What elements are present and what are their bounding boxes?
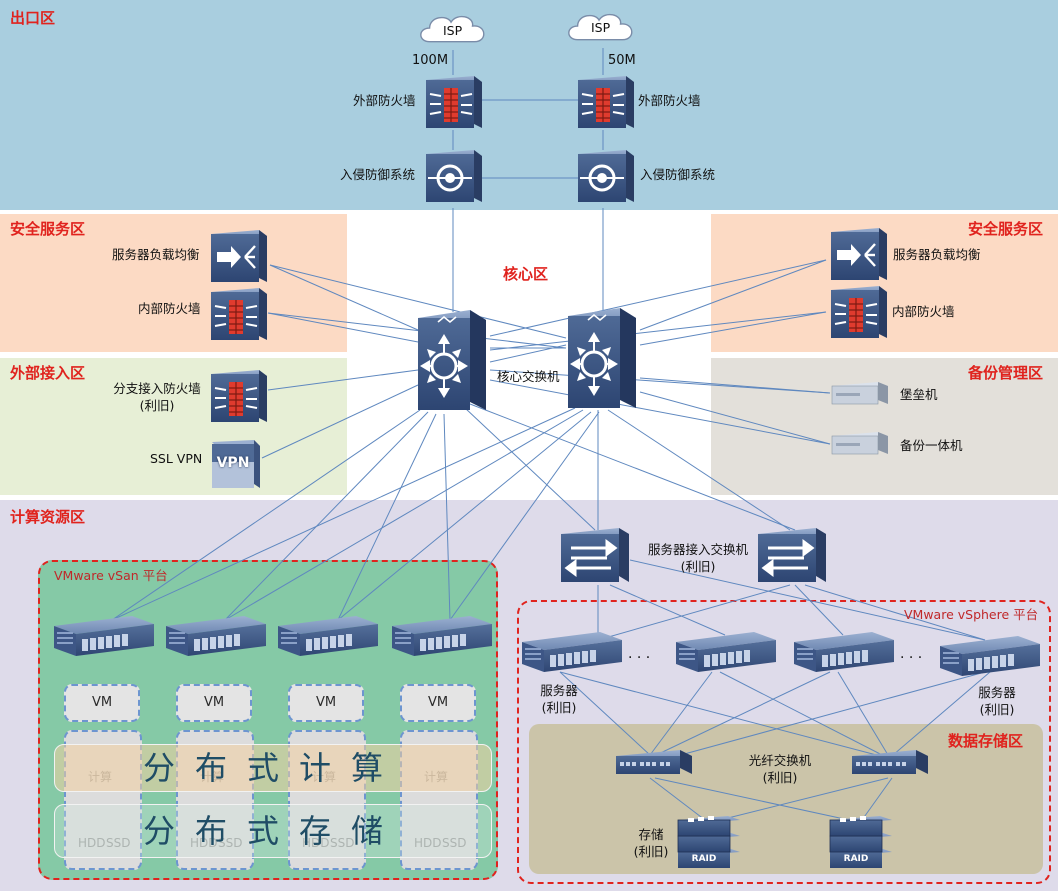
exit-zone-title: 出口区 <box>10 9 56 27</box>
isp-right-label: ISP <box>591 20 611 35</box>
load-balancer-left <box>206 228 270 286</box>
ellipsis-1: · · · <box>628 650 651 666</box>
external-firewall-right <box>574 74 636 132</box>
vsphere-server-2 <box>674 630 778 674</box>
server-left-label: 服务器 (利旧) <box>530 682 588 716</box>
bandwidth-right: 50M <box>608 53 636 68</box>
external-access-zone <box>0 358 347 495</box>
raid-label-left: RAID <box>691 854 717 864</box>
node-3-ssd-label: SSD <box>330 836 355 850</box>
ellipsis-2: · · · <box>900 650 923 666</box>
storage-array-left: RAID <box>674 812 744 870</box>
vsphere-platform-label: VMware vSphere 平台 <box>904 607 1039 622</box>
compute-zone-title: 计算资源区 <box>10 508 86 526</box>
access-switch-label-line1: 服务器接入交换机 <box>647 542 748 557</box>
node-2-hdd-label: HDD <box>190 836 218 850</box>
vpn-box-icon <box>212 440 260 488</box>
vsan-server-3 <box>276 614 380 658</box>
external-firewall-left-label: 外部防火墙 <box>353 93 416 108</box>
isp-left-label: ISP <box>443 23 463 38</box>
backup-zone-title: 备份管理区 <box>968 364 1044 382</box>
backup-appliance <box>828 430 890 458</box>
external-zone-title: 外部接入区 <box>10 364 86 382</box>
fc-switch-right <box>850 748 930 780</box>
core-switch-right <box>564 304 640 414</box>
vsphere-server-4 <box>938 634 1042 678</box>
storage-zone-title: 数据存储区 <box>948 732 1024 750</box>
server-right-label: 服务器 (利旧) <box>968 684 1026 718</box>
distributed-storage-band: 分布式存储 <box>54 804 492 858</box>
backup-appliance-label: 备份一体机 <box>900 438 963 453</box>
server-left-label-line2: (利旧) <box>541 700 577 715</box>
node-3-hdd-label: HDD <box>302 836 330 850</box>
vsan-server-4 <box>390 614 494 658</box>
exit-zone <box>0 0 1058 210</box>
internal-firewall-right <box>826 284 890 342</box>
ips-left <box>422 148 484 206</box>
ips-left-label: 入侵防御系统 <box>340 167 416 182</box>
branch-firewall-label: 分支接入防火墙 (利旧) <box>108 380 206 414</box>
node-1-hdd-label: HDD <box>78 836 106 850</box>
core-switch-label: 核心交换机 <box>497 369 560 384</box>
node-2-ssd-label: SSD <box>218 836 243 850</box>
ssl-vpn-device: VPN <box>210 438 262 490</box>
vsphere-platform <box>517 600 1051 884</box>
access-switch-left <box>557 526 633 586</box>
node-1-ssd-label: SSD <box>106 836 131 850</box>
fc-switch-label: 光纤交换机 (利旧) <box>740 752 820 786</box>
server-left-label-line1: 服务器 <box>540 683 578 698</box>
server-right-label-line1: 服务器 <box>978 685 1016 700</box>
access-switch-label: 服务器接入交换机 (利旧) <box>643 541 753 575</box>
vm-2: VM <box>176 684 252 722</box>
vsan-server-2 <box>164 614 268 658</box>
access-switch-label-line2: (利旧) <box>680 559 716 574</box>
vm-3: VM <box>288 684 364 722</box>
security-zone-right-title: 安全服务区 <box>968 220 1044 238</box>
storage-array-label-line1: 存储 <box>638 827 664 842</box>
node-4-hdd-label: HDD <box>414 836 442 850</box>
internal-firewall-right-label: 内部防火墙 <box>892 304 955 319</box>
data-storage-zone <box>529 724 1043 874</box>
backup-zone <box>711 358 1058 495</box>
core-zone-title: 核心区 <box>503 265 549 283</box>
load-balancer-right-label: 服务器负载均衡 <box>893 247 981 262</box>
storage-array-right: RAID <box>826 812 896 870</box>
fc-switch-left <box>614 748 694 780</box>
internal-firewall-left <box>206 286 270 344</box>
bandwidth-left: 100M <box>412 53 449 68</box>
vm-1: VM <box>64 684 140 722</box>
vsphere-server-1 <box>520 630 624 674</box>
raid-label-right: RAID <box>843 854 869 864</box>
access-switch-right <box>754 526 830 586</box>
fc-switch-label-line1: 光纤交换机 <box>748 753 812 768</box>
bastion-host-label: 堡垒机 <box>900 387 938 402</box>
internal-firewall-left-label: 内部防火墙 <box>138 301 201 316</box>
distributed-compute-band: 分布式计算 <box>54 744 492 792</box>
load-balancer-right <box>826 226 890 284</box>
branch-firewall-label-line2: (利旧) <box>139 398 175 413</box>
security-zone-left <box>0 214 347 352</box>
security-zone-left-title: 安全服务区 <box>10 220 86 238</box>
branch-firewall-label-line1: 分支接入防火墙 <box>113 381 201 396</box>
storage-array-label-line2: (利旧) <box>633 844 669 859</box>
vsphere-server-3 <box>792 630 896 674</box>
server-right-label-line2: (利旧) <box>979 702 1015 717</box>
ssl-vpn-label: SSL VPN <box>150 451 203 466</box>
vsan-platform-label: VMware vSan 平台 <box>54 568 168 583</box>
ips-right-label: 入侵防御系统 <box>640 167 716 182</box>
branch-firewall <box>206 368 270 426</box>
core-switch-left <box>414 306 490 416</box>
external-firewall-left <box>422 74 484 132</box>
vpn-badge: VPN <box>216 455 250 471</box>
ips-right <box>574 148 636 206</box>
vsan-server-1 <box>52 614 156 658</box>
bastion-host <box>828 380 890 408</box>
node-4-ssd-label: SSD <box>442 836 467 850</box>
external-firewall-right-label: 外部防火墙 <box>638 93 701 108</box>
load-balancer-left-label: 服务器负载均衡 <box>112 247 200 262</box>
storage-array-label: 存储 (利旧) <box>628 826 674 860</box>
vm-4: VM <box>400 684 476 722</box>
fc-switch-label-line2: (利旧) <box>762 770 798 785</box>
